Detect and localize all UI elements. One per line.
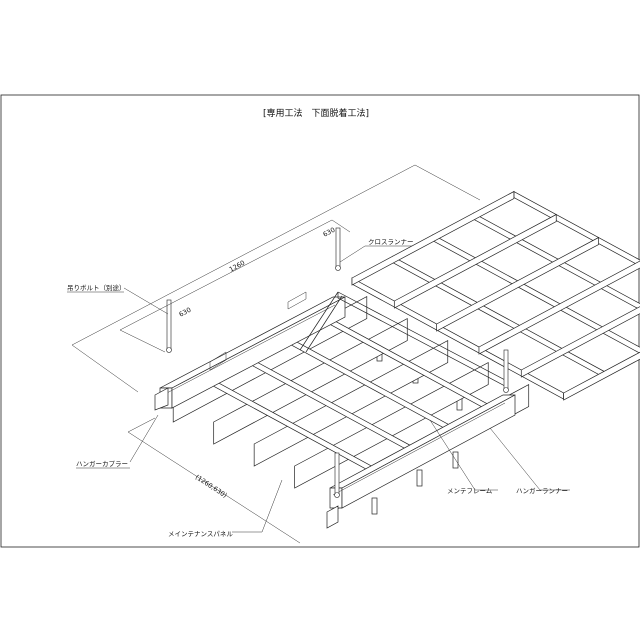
label-cross-runner: クロスランナー <box>368 238 414 246</box>
leader-lines <box>123 245 570 533</box>
dimension-panel: (1260,630) <box>194 473 229 499</box>
drawing-frame <box>0 94 640 548</box>
support-post <box>371 497 378 515</box>
grid-bar-long <box>563 351 640 401</box>
grid-bar-long <box>478 260 640 355</box>
grid-bar-long <box>351 190 515 286</box>
hanger-coupler <box>154 387 339 529</box>
grid-bar-long <box>436 236 599 332</box>
dimension-630-left: 630 <box>178 306 193 319</box>
label-hanging-bolt: 吊りボルト（別途） <box>67 283 126 292</box>
label-maintenance-panel: メインテナンスパネル <box>168 530 233 538</box>
grid-bar-long <box>393 213 557 309</box>
label-hanger-runner: ハンガーランナー <box>516 486 568 495</box>
ceiling-grid-right <box>351 190 640 515</box>
drawing-title: [専用工法 下面脱着工法] <box>263 107 369 119</box>
hanging-bolts <box>166 227 509 498</box>
support-post <box>416 469 423 487</box>
dimension-1260: 1260 <box>228 259 246 274</box>
grid-bar-long <box>520 306 640 378</box>
label-hanger-coupler: ハンガーカプラー <box>76 459 128 468</box>
dimension-630-top: 630 <box>322 226 337 239</box>
label-maintenance-frame: メンテフレーム <box>447 487 493 495</box>
dimension-lines <box>71 164 481 544</box>
